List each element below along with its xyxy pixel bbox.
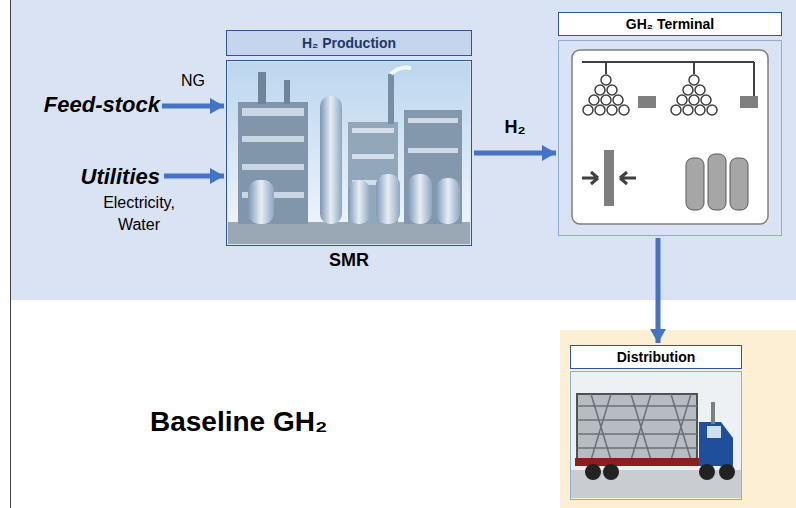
picture-frame [570,371,742,500]
header-box: GH₂ Terminal [558,12,782,36]
text-node: Feed-stock [44,92,160,118]
edge-label: H₂ [505,117,526,138]
flow-arrow [474,151,556,156]
header-box: Distribution [570,345,742,369]
diagram-title-label: Baseline GH₂ [150,406,327,438]
input-label: Feed-stock [44,92,160,118]
flow-arrow [162,104,224,109]
smr-plant-picture [228,62,470,244]
flow-arrow [656,238,661,343]
header-box: H₂ Production [226,30,472,56]
process-box: Distribution [570,345,742,500]
terminal-icons [568,46,772,228]
edge-label: NG [181,72,205,90]
frame-line [10,0,11,508]
input-label: Utilities [58,164,162,190]
input-detail: Electricity, Water [94,192,184,236]
tube-trailer-picture [571,372,741,498]
picture-frame [226,60,472,246]
process-box: H₂ ProductionSMR [226,30,472,276]
picture-frame [558,40,782,236]
flow-arrow [164,174,224,179]
unit-caption: SMR [226,250,472,271]
text-node: UtilitiesElectricity, Water [58,164,162,190]
process-box: GH₂ Terminal [558,12,782,236]
